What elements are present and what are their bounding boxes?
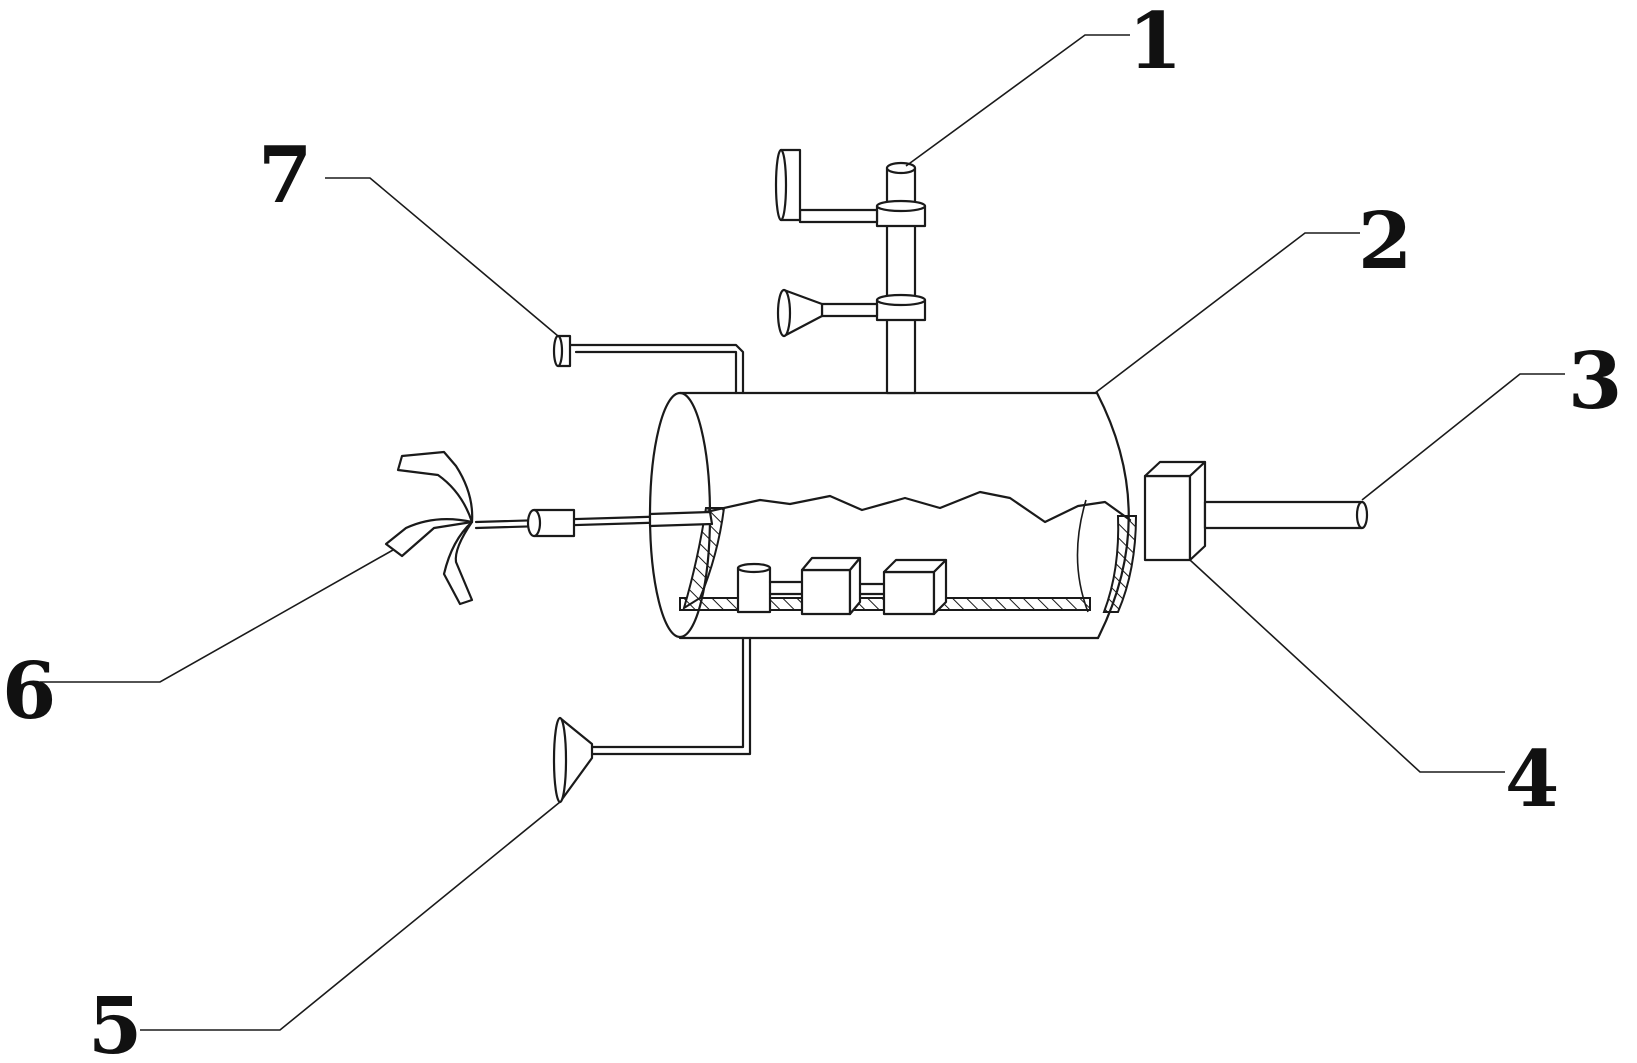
callout-1: 1 <box>1128 0 1182 87</box>
leader-1 <box>905 34 1130 167</box>
internal-motor <box>736 566 772 614</box>
leader-5 <box>140 801 561 1031</box>
leader-4 <box>1189 559 1505 773</box>
leader-6 <box>40 549 394 683</box>
callout-4: 4 <box>1505 734 1559 825</box>
left-wall-hatch <box>682 507 726 611</box>
callout-6: 6 <box>2 646 56 737</box>
leader-2 <box>1094 232 1360 394</box>
callout-2: 2 <box>1358 196 1412 287</box>
bottom-funnel <box>552 636 752 804</box>
callout-3: 3 <box>1568 336 1622 427</box>
right-outlet <box>1143 460 1369 562</box>
leader-7 <box>325 177 559 337</box>
cutaway-wave <box>704 490 1132 524</box>
callout-7: 7 <box>258 130 312 221</box>
top-left-sensor <box>552 334 745 395</box>
leader-lines <box>40 34 1565 1031</box>
internal-box-1 <box>800 568 852 616</box>
callout-5: 5 <box>88 981 142 1063</box>
cylinder-right-end <box>1095 391 1130 640</box>
outlet-pipe <box>1203 500 1364 530</box>
sensor-mast <box>774 148 927 395</box>
propeller-blade-bottom <box>442 520 474 606</box>
internal-components <box>736 556 948 616</box>
propeller-blade-top <box>396 450 474 524</box>
connector-block <box>1143 474 1192 562</box>
internal-box-2 <box>882 570 936 616</box>
leader-3 <box>1361 373 1565 501</box>
right-wall-hatch <box>1102 515 1138 613</box>
cylinder-body <box>648 391 1138 640</box>
propeller-blade-left <box>384 518 474 558</box>
propeller-assembly <box>384 450 714 606</box>
